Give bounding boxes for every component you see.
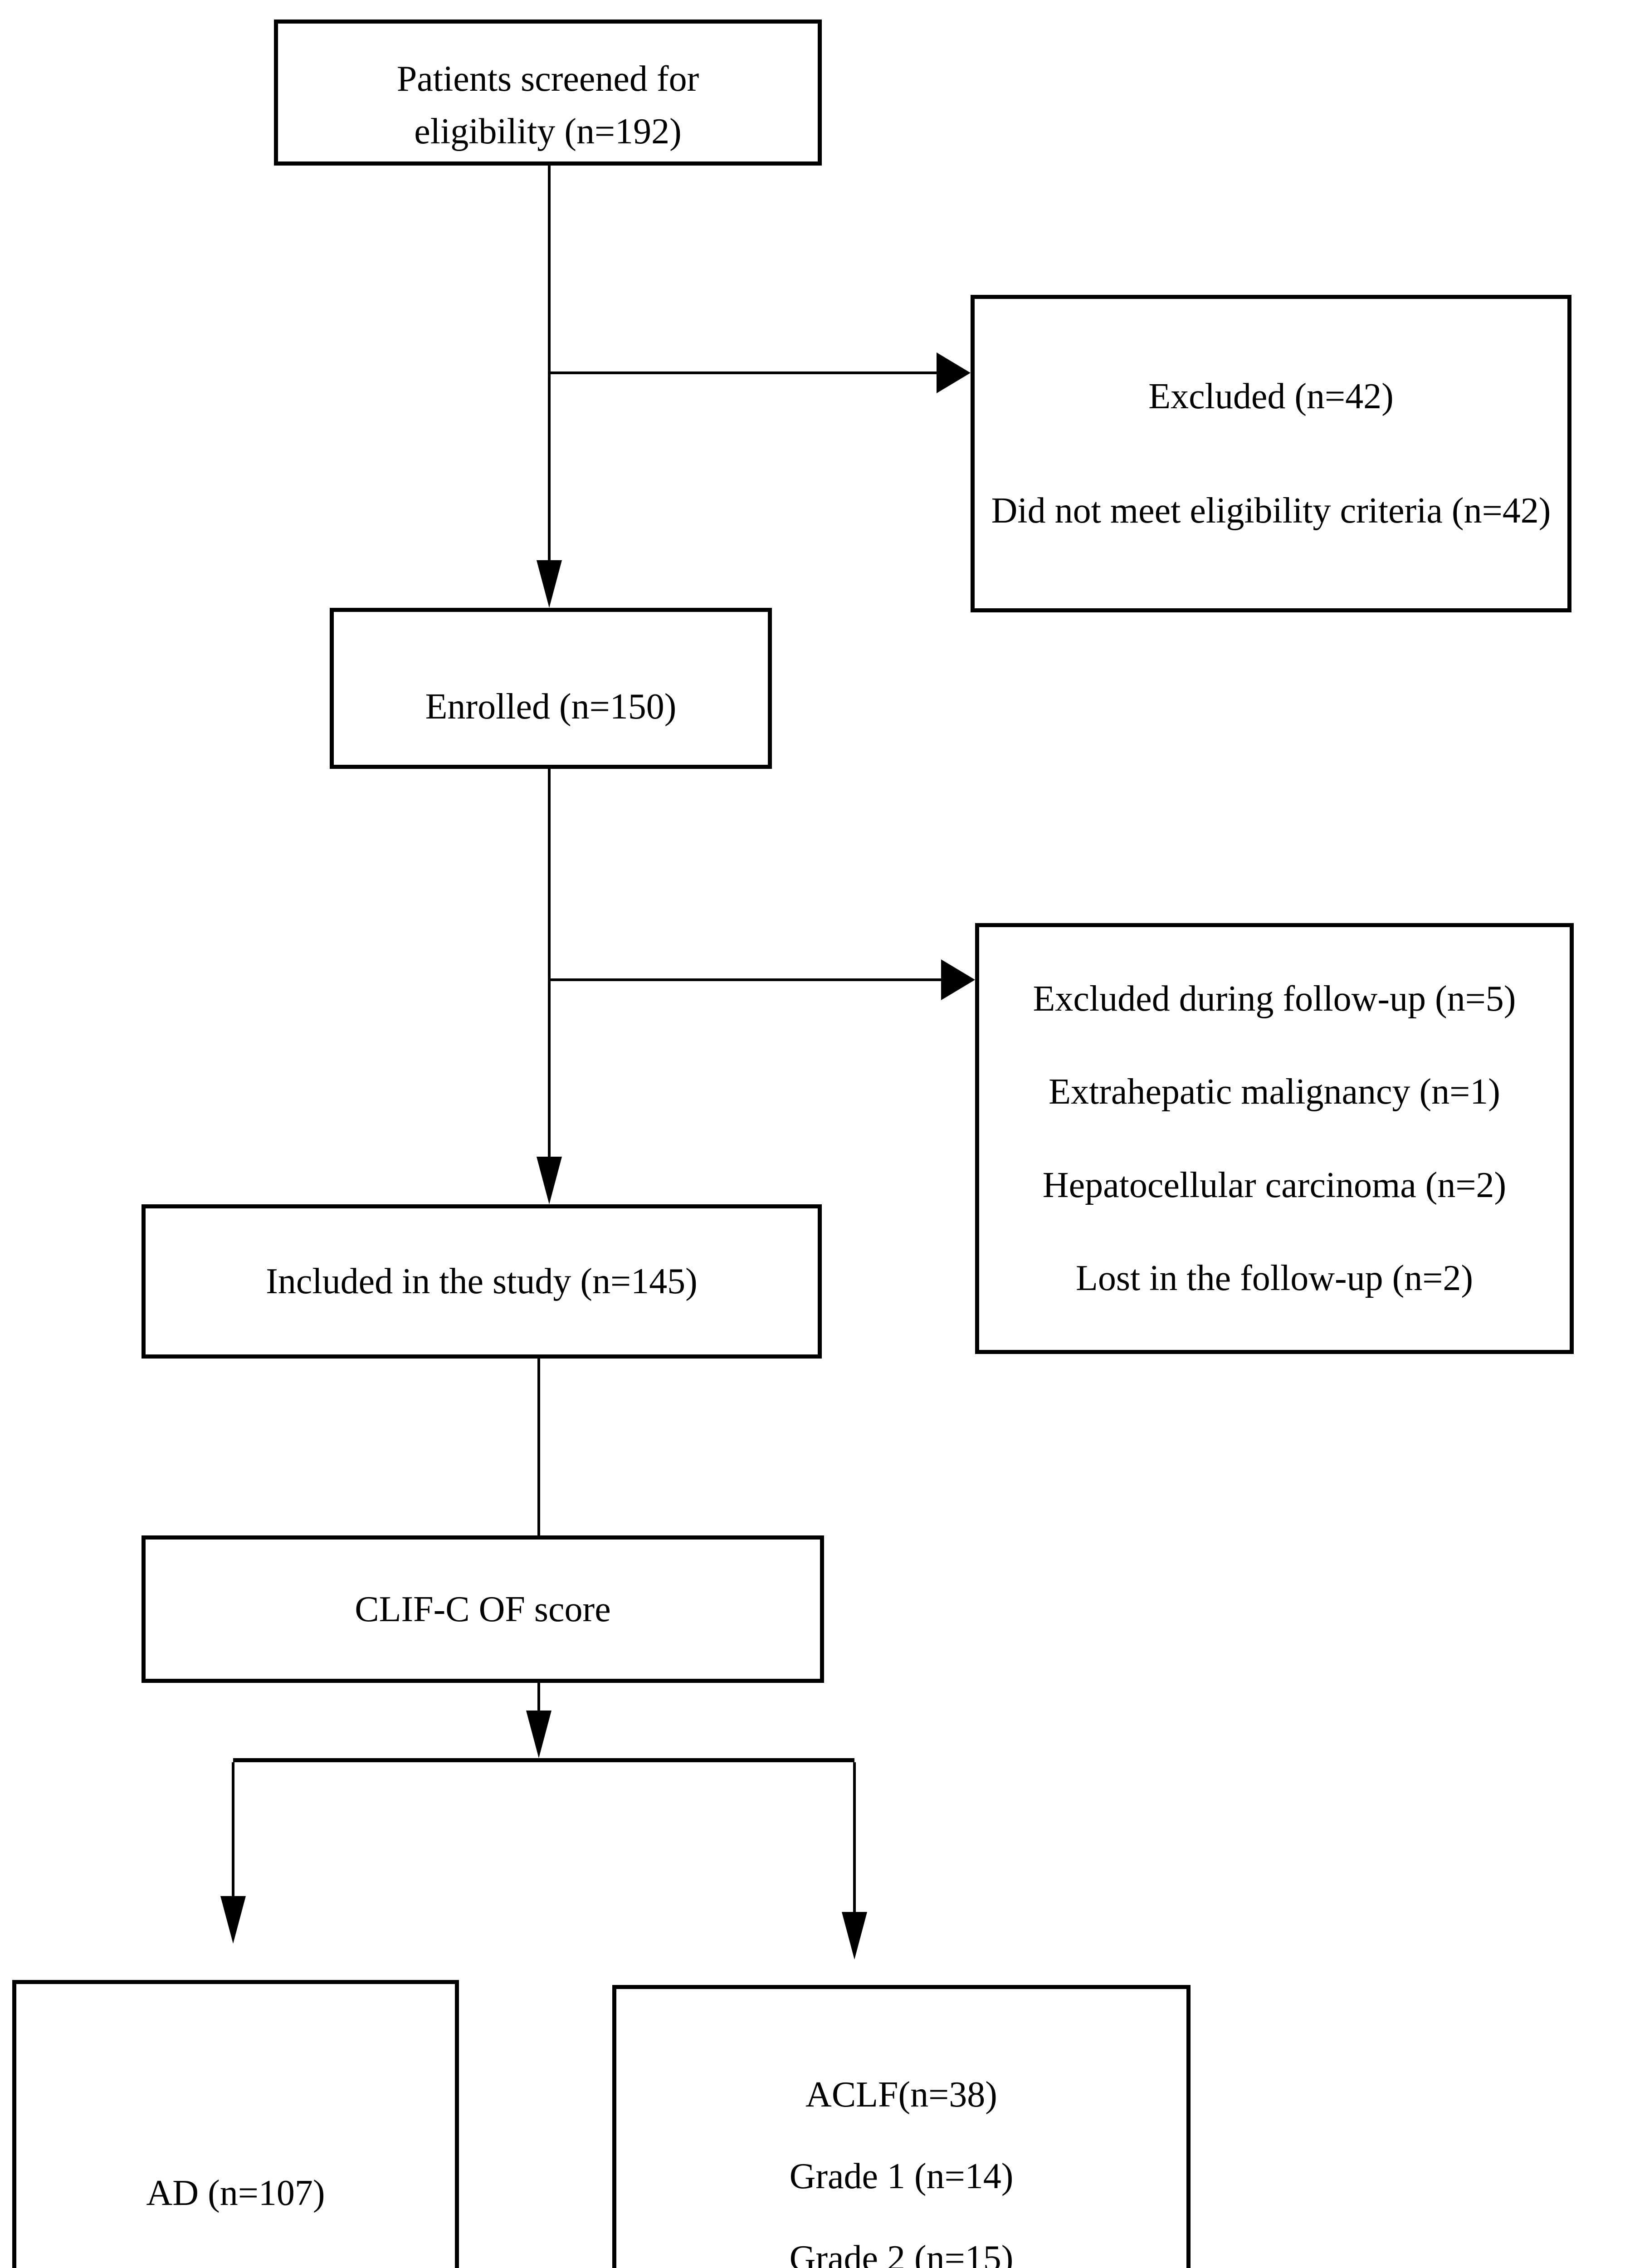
box-ad: AD (n=107) <box>12 1980 459 2268</box>
branch-line-aclf <box>853 1762 856 1912</box>
split-bar <box>233 1758 854 1762</box>
excluded-followup-line-1: Excluded during follow-up (n=5) <box>1033 978 1516 1019</box>
excluded-followup-line-2: Extrahepatic malignancy (n=1) <box>1049 1072 1500 1112</box>
box-included-study: Included in the study (n=145) <box>142 1204 822 1359</box>
box-patients-screened-text: Patients screened for eligibility (n=192… <box>396 59 699 152</box>
box-enrolled: Enrolled (n=150) <box>330 608 772 769</box>
connector-screened-enrolled <box>548 166 551 562</box>
box-aclf: ACLF(n=38) Grade 1 (n=14) Grade 2 (n=15) <box>612 1985 1191 2268</box>
arrowhead-down-ad <box>220 1896 246 1944</box>
box-aclf-line-3: Grade 2 (n=15) <box>789 2238 1014 2268</box>
arrowhead-right-excluded-followup <box>941 959 975 1000</box>
box-excluded-eligibility: Excluded (n=42) Did not meet eligibility… <box>971 295 1571 612</box>
branch-line-excluded-followup <box>549 978 943 981</box>
connector-clif-split <box>537 1683 540 1715</box>
box-clif-c-of-score: CLIF-C OF score <box>142 1535 824 1683</box>
box-aclf-line-2: Grade 1 (n=14) <box>789 2156 1014 2196</box>
box-patients-screened: Patients screened for eligibility (n=192… <box>274 20 822 166</box>
connector-included-clif <box>537 1359 540 1535</box>
branch-line-ad <box>232 1762 234 1896</box>
box-included-study-text: Included in the study (n=145) <box>266 1261 698 1301</box>
arrowhead-down-included <box>537 1157 562 1204</box>
branch-line-excluded-eligibility <box>549 371 939 374</box>
box-ad-text: AD (n=107) <box>146 2173 325 2213</box>
box-clif-c-of-score-text: CLIF-C OF score <box>355 1589 611 1629</box>
excluded-eligibility-line-2: Did not meet eligibility criteria (n=42) <box>991 491 1551 531</box>
arrowhead-right-excluded-eligibility <box>937 352 971 393</box>
box-enrolled-text: Enrolled (n=150) <box>425 686 677 727</box>
excluded-eligibility-line-1: Excluded (n=42) <box>1148 376 1394 416</box>
arrowhead-down-enrolled <box>537 560 562 608</box>
excluded-followup-line-4: Lost in the follow-up (n=2) <box>1075 1258 1474 1299</box>
box-excluded-followup: Excluded during follow-up (n=5) Extrahep… <box>975 923 1574 1354</box>
arrowhead-down-split <box>526 1711 551 1758</box>
connector-enrolled-included <box>548 769 551 1159</box>
box-aclf-line-1: ACLF(n=38) <box>805 2074 997 2115</box>
arrowhead-down-aclf <box>842 1912 867 1960</box>
excluded-followup-line-3: Hepatocellular carcinoma (n=2) <box>1042 1165 1507 1205</box>
